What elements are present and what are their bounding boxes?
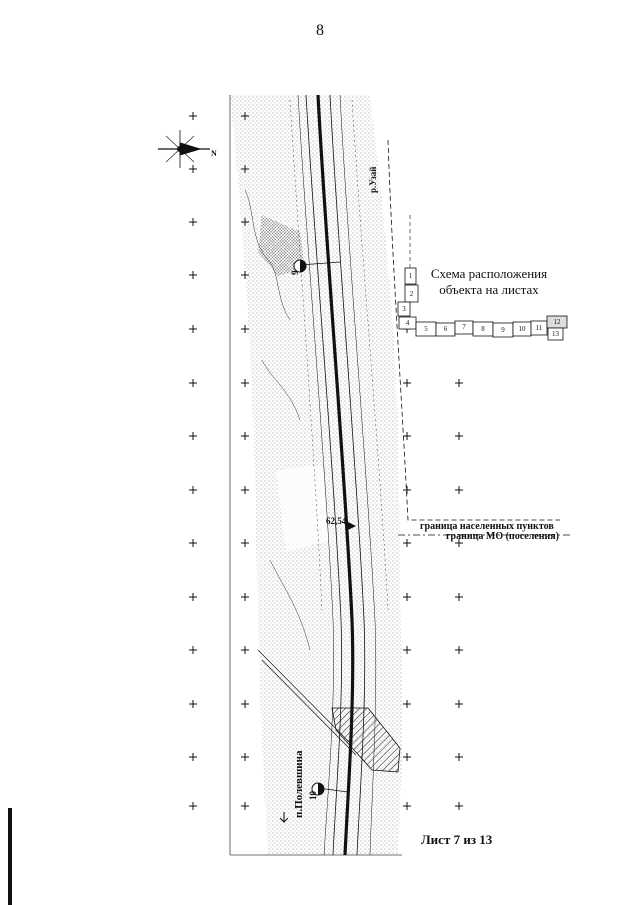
road-corridor: [289, 94, 389, 856]
clear-patch: [276, 465, 330, 552]
boundary-lines: [387, 139, 570, 536]
sheet-num: 1: [408, 272, 413, 280]
sheet-schema: [397, 267, 568, 341]
hatched-zone: [331, 707, 401, 773]
page-number: 8: [316, 22, 324, 39]
sheet-num: 6: [443, 325, 448, 333]
schema-title: Схема расположения объекта на листах: [418, 266, 560, 298]
sheet-label: Лист 7 из 13: [421, 832, 493, 847]
village-arrow: [279, 812, 289, 824]
schema-title-line1: Схема расположения: [430, 266, 548, 281]
marker-label-9: 9: [290, 270, 300, 276]
schema-title-line2: объекта на листах: [439, 282, 539, 297]
marker-label-10: 10: [308, 791, 318, 800]
binding-bar: [8, 808, 12, 905]
marker-point-9: [293, 259, 341, 273]
grid-crosses: [189, 112, 463, 810]
marker-point-10: [311, 782, 349, 796]
elevation-label: 62,54: [326, 516, 347, 526]
sheet-num: 9: [501, 326, 505, 334]
river-label: р.Узай: [368, 166, 378, 193]
sheet-num: 4: [405, 319, 410, 327]
village-label: п.Полевшина: [293, 750, 305, 818]
settlement-boundary-label: граница населенных пунктов: [420, 521, 554, 532]
north-arrow-icon: [158, 130, 210, 168]
sheet-num: 5: [424, 325, 428, 333]
north-label: N: [211, 149, 217, 158]
sheet-num: 13: [552, 330, 559, 338]
sheet-num: 12: [553, 318, 561, 326]
sheet-num: 10: [518, 325, 526, 333]
sheet-num: 2: [409, 290, 414, 298]
municipality-boundary-label: граница МО (поселения): [446, 531, 560, 542]
sheet-num: 7: [462, 323, 466, 331]
sheet-num: 8: [481, 325, 485, 333]
sheet-num: 11: [535, 324, 543, 332]
dense-patch: [258, 215, 305, 276]
sheet-num: 3: [402, 305, 406, 313]
